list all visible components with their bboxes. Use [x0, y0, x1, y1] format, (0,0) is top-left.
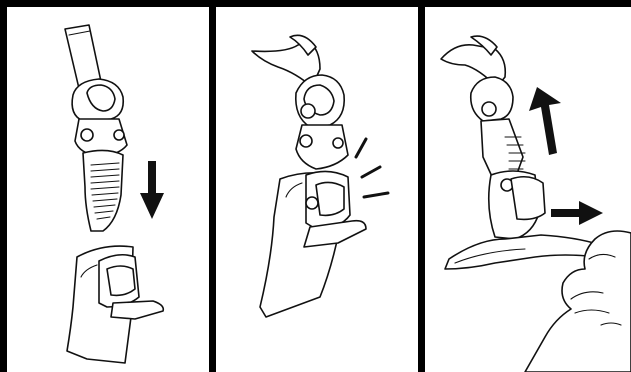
step-1-illustration: [64, 24, 165, 364]
panel-step-2: [216, 7, 418, 372]
panel-step-3: [425, 7, 631, 372]
hand-icon: [524, 230, 631, 372]
arrow-down-icon: [140, 161, 164, 219]
panel-step-1: [7, 7, 209, 372]
buckle-locked-icon: [259, 170, 367, 318]
step-3-illustration: [440, 35, 631, 372]
buckle-upper-icon: [469, 76, 526, 184]
strap-icon: [440, 35, 507, 88]
buckle-base-icon: [66, 245, 165, 364]
strap-icon: [251, 34, 321, 88]
buckle-upper-icon: [71, 78, 128, 158]
arrow-right-icon: [551, 201, 603, 225]
step-2-illustration: [251, 34, 390, 318]
ratchet-tongue-icon: [82, 149, 124, 232]
buckle-lever-icon: [444, 170, 602, 270]
click-lines-icon: [354, 137, 390, 199]
arrow-up-icon: [529, 87, 561, 155]
buckle-upper-icon: [294, 74, 349, 170]
